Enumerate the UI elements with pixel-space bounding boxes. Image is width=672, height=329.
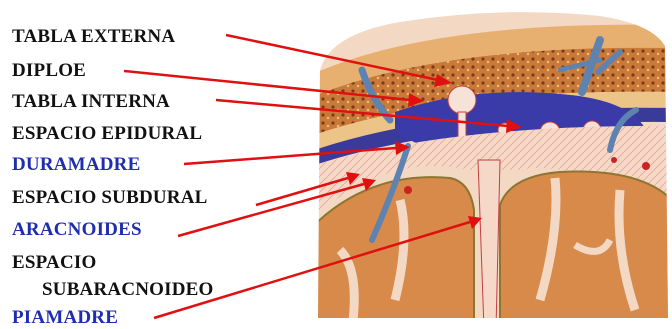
- label-espacio-subaracnoideo-line2: SUBARACNOIDEO: [42, 279, 214, 301]
- label-tabla-interna: TABLA INTERNA: [12, 91, 170, 113]
- label-tabla-externa: TABLA EXTERNA: [12, 26, 175, 48]
- label-espacio-epidural: ESPACIO EPIDURAL: [12, 123, 202, 145]
- skull-section: [300, 0, 672, 329]
- label-piamadre: PIAMADRE: [12, 307, 118, 329]
- label-espacio-subaracnoideo-line1: ESPACIO: [12, 252, 96, 274]
- label-espacio-subdural: ESPACIO SUBDURAL: [12, 187, 208, 209]
- label-diploe: DIPLOE: [12, 60, 86, 82]
- label-duramadre: DURAMADRE: [12, 154, 140, 176]
- label-aracnoides: ARACNOIDES: [12, 219, 142, 241]
